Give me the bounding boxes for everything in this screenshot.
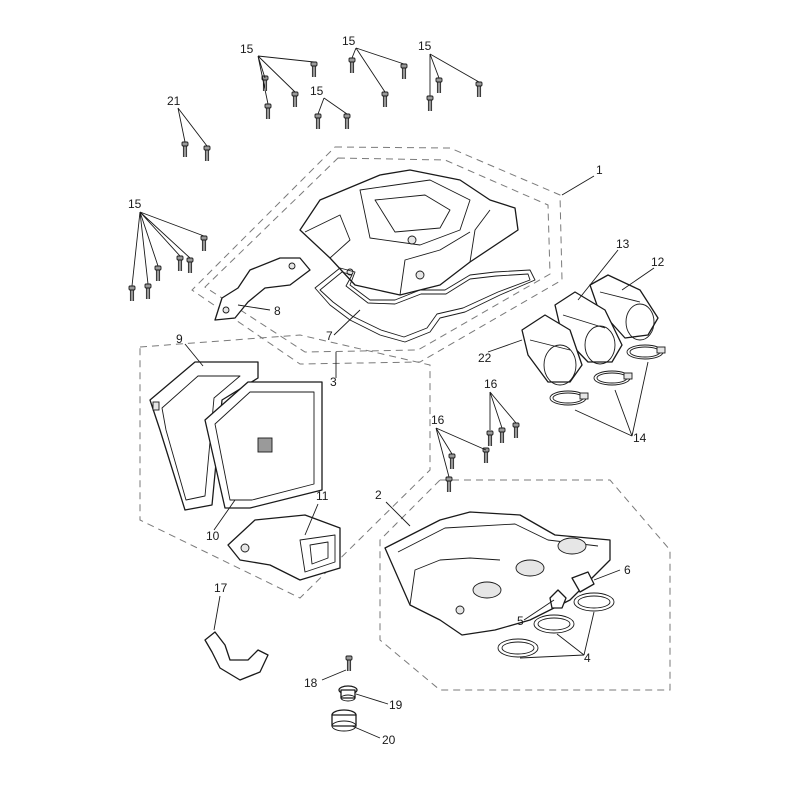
callout-22: 22 (478, 351, 492, 365)
callout-11: 11 (316, 489, 329, 503)
leader-lines (131, 47, 655, 739)
screws-15-centre (314, 113, 351, 130)
bracket-plate (214, 257, 311, 321)
air-box-cover (299, 169, 519, 296)
callout-18: 18 (304, 676, 318, 690)
callout-17: 17 (214, 581, 228, 595)
callout-15: 15 (128, 197, 142, 211)
callout-16: 16 (431, 413, 445, 427)
callout-3: 3 (330, 375, 337, 389)
intake-duct (227, 514, 341, 581)
callout-21: 21 (167, 94, 181, 108)
air-box-base (384, 511, 611, 636)
cap-6 (571, 571, 595, 593)
screws-15-left (128, 235, 208, 302)
clip-5 (549, 589, 567, 609)
bolt-18 (345, 655, 353, 672)
callout-labels: 15 15 15 15 15 21 1 13 12 8 7 9 3 22 16 … (128, 34, 665, 747)
callout-14: 14 (633, 431, 647, 445)
screws-15-top-right (426, 77, 483, 112)
callout-7: 7 (326, 329, 333, 343)
callout-10: 10 (206, 529, 220, 543)
screws-15-top-left (261, 61, 318, 120)
callout-6: 6 (624, 563, 631, 577)
filter-frame (149, 361, 259, 511)
dashed-group-lower (379, 479, 671, 691)
callout-13: 13 (616, 237, 630, 251)
callout-15: 15 (240, 42, 254, 56)
callout-12: 12 (651, 255, 665, 269)
callout-19: 19 (389, 698, 403, 712)
air-filter-element (204, 381, 323, 509)
callout-5: 5 (517, 614, 524, 628)
intake-rubber-12 (589, 274, 659, 341)
callout-9: 9 (176, 332, 183, 346)
callout-15: 15 (310, 84, 324, 98)
intake-rubber-22 (521, 314, 583, 386)
grommet-20 (331, 709, 357, 732)
dashed-group-middle (139, 334, 431, 599)
o-rings-4 (497, 592, 615, 658)
screws-15-top-middle (348, 57, 408, 108)
screws-16 (445, 422, 520, 493)
callout-20: 20 (382, 733, 396, 747)
callout-15: 15 (342, 34, 356, 48)
callout-1: 1 (596, 163, 603, 177)
drain-hose-17 (204, 631, 269, 681)
callout-16: 16 (484, 377, 498, 391)
grommet-19 (338, 685, 358, 702)
callout-2: 2 (375, 488, 382, 502)
callout-4: 4 (584, 651, 591, 665)
callout-8: 8 (274, 304, 281, 318)
cover-gasket (314, 267, 536, 343)
callout-15: 15 (418, 39, 432, 53)
